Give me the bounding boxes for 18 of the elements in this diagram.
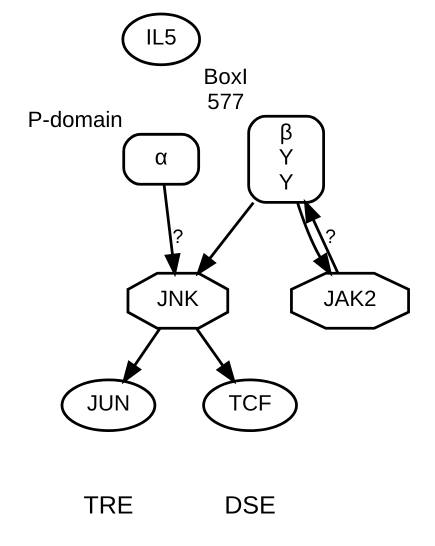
node-label: P-domain (28, 107, 123, 132)
node-ellipse: JUN (60, 378, 156, 432)
arrow (296, 202, 332, 277)
arrow (304, 198, 340, 274)
label: TRE (83, 491, 134, 520)
arrow (122, 328, 162, 384)
edge-label: ? (325, 226, 336, 248)
node-box: α (122, 132, 200, 186)
node-ellipse: TCF (202, 378, 298, 432)
node-label: BoxI (204, 64, 248, 90)
arrow (196, 202, 254, 277)
node-box: β Y Y (247, 114, 326, 204)
node-ellipse: IL5 (121, 12, 201, 66)
arrow (195, 328, 236, 384)
label: DSE (224, 491, 276, 520)
edge-label: ? (172, 226, 184, 248)
node-label: 577 (207, 89, 244, 114)
arrow (162, 184, 181, 278)
